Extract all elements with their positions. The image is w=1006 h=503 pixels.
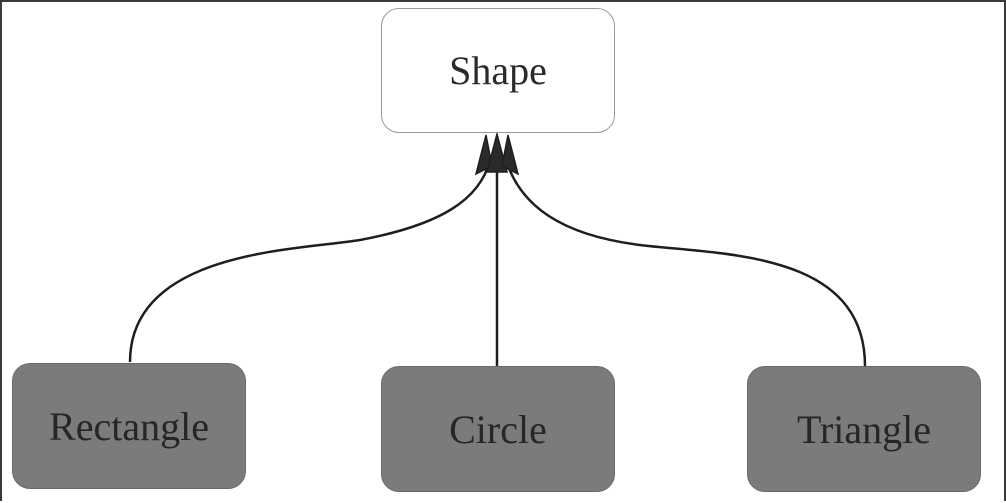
circle-label: Circle [449,406,547,452]
triangle-label: Triangle [796,406,932,452]
rectangle-label: Rectangle [49,403,209,449]
circle-node: Circle [381,366,615,492]
shape-node: Shape [381,8,615,133]
rectangle-node: Rectangle [12,363,246,489]
triangle-node: Triangle [747,366,981,492]
shape-label: Shape [449,48,547,93]
